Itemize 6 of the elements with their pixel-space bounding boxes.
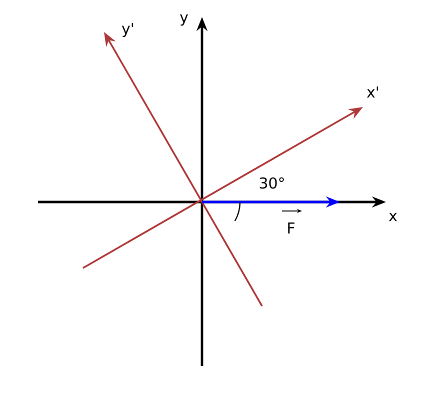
vector-label: F xyxy=(288,222,294,234)
angle-label: 30° xyxy=(260,177,284,189)
axis-label: x xyxy=(389,212,397,222)
axis-label: x' xyxy=(366,86,378,98)
axis-label: y' xyxy=(122,22,134,38)
axis-label: y xyxy=(180,14,188,26)
